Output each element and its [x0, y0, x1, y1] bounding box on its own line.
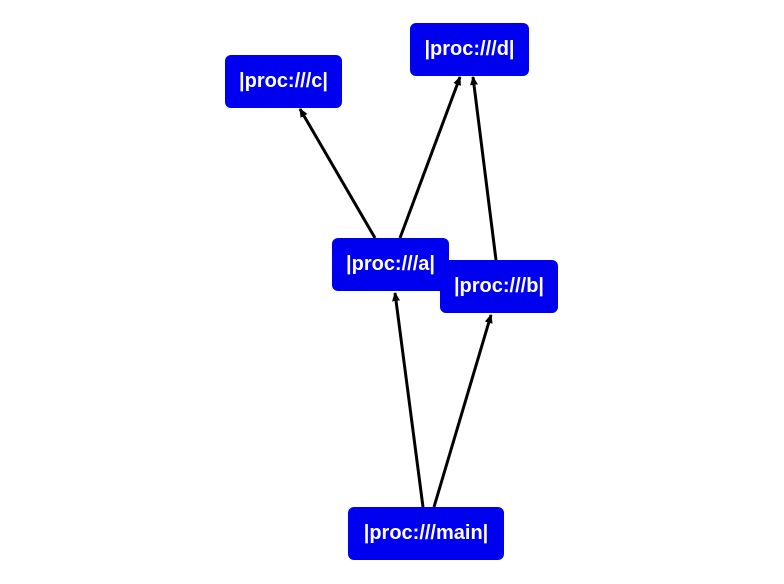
node-c[interactable]: |proc:///c| [225, 55, 342, 108]
node-b[interactable]: |proc:///b| [440, 260, 558, 313]
edge-b-to-d [470, 76, 498, 261]
node-main-label: |proc:///main| [363, 522, 489, 544]
node-b-label: |proc:///b| [453, 275, 545, 297]
node-main[interactable]: |proc:///main| [348, 507, 504, 560]
node-d[interactable]: |proc:///d| [410, 23, 529, 76]
node-a-label: |proc:///a| [346, 253, 435, 275]
edge-a-to-d [398, 76, 462, 239]
node-a[interactable]: |proc:///a| [332, 238, 449, 291]
node-d-label: |proc:///d| [424, 38, 515, 60]
edge-main-to-b [432, 314, 493, 508]
edge-a-to-c [298, 108, 377, 239]
node-c-label: |proc:///c| [239, 70, 328, 92]
edge-main-to-a [392, 292, 425, 508]
